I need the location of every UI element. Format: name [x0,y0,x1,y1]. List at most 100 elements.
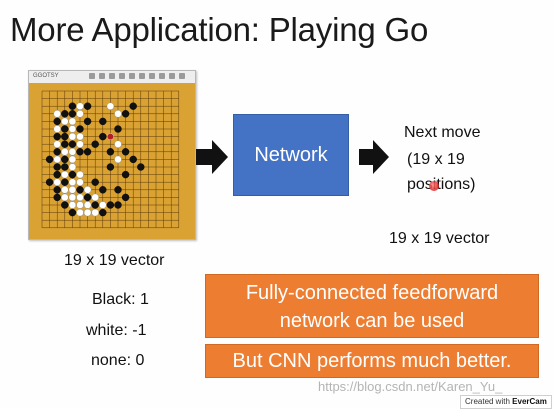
output-label-line2: (19 x 19 [407,151,465,168]
recorder-badge: Created with EverCam [460,395,552,409]
black-stone [68,102,77,110]
toolbar-icon [169,73,175,79]
black-stone [61,163,69,171]
black-stone [53,193,61,202]
white-stone [68,125,77,133]
white-stone [68,155,77,164]
black-stone [61,125,69,133]
black-stone [121,193,130,202]
output-label-line3: positions) [407,176,476,193]
white-stone [68,178,77,186]
white-stone [83,208,92,217]
legend-black: Black: 1 [92,291,149,308]
black-stone [106,148,115,156]
black-stone [53,163,61,171]
black-stone [99,117,107,126]
white-stone [68,148,77,156]
laser-pointer-icon [429,181,439,191]
black-stone [121,170,130,179]
go-board-screenshot: GGOTSY [28,70,196,240]
legend-white: white: -1 [86,322,147,339]
white-stone [76,193,84,202]
toolbar-icon [109,73,115,79]
black-stone [45,178,54,186]
toolbar-icon [159,73,165,79]
white-stone [76,170,84,179]
black-stone [83,102,92,110]
black-stone [106,201,115,209]
black-stone [61,140,69,148]
black-stone [68,170,77,179]
white-stone [61,170,69,179]
black-stone [68,140,77,148]
black-stone [76,148,84,156]
white-stone [114,110,122,118]
last-move-marker [107,133,114,140]
callout-line1: Fully-connected feedforward [245,282,499,304]
white-stone [53,125,61,133]
white-stone [53,155,61,164]
black-stone [129,155,137,164]
black-stone [91,140,99,148]
black-stone [61,178,69,186]
black-stone [83,117,92,126]
black-stone [45,155,54,164]
black-stone [53,148,61,156]
output-label-line1: Next move [404,124,481,141]
black-stone [76,125,84,133]
black-stone [99,208,107,217]
black-stone [91,201,99,209]
white-stone [83,186,92,194]
black-stone [61,132,69,141]
watermark: https://blog.csdn.net/Karen_Yu_ [318,379,503,394]
white-stone [114,140,122,148]
black-stone [53,117,61,126]
black-stone [53,186,61,194]
white-stone [76,102,84,110]
white-stone [83,201,92,209]
white-stone [76,201,84,209]
white-stone [68,193,77,202]
white-stone [76,132,84,141]
black-stone [68,110,77,118]
toolbar-icon [149,73,155,79]
black-stone [83,193,92,202]
white-stone [76,208,84,217]
black-stone [61,155,69,164]
white-stone [91,208,99,217]
arrow-right-icon [359,140,389,174]
white-stone [76,178,84,186]
white-stone [53,178,61,186]
black-stone [121,148,130,156]
black-stone [83,148,92,156]
white-stone [61,148,69,156]
toolbar-icon [89,73,95,79]
white-stone [68,201,77,209]
black-stone [99,132,107,141]
black-stone [121,110,130,118]
arrow-right-icon [196,140,228,174]
go-board [29,83,195,239]
white-stone [68,186,77,194]
white-stone [91,193,99,202]
white-stone [61,186,69,194]
callout-cnn: But CNN performs much better. [205,344,539,378]
white-stone [114,155,122,164]
black-stone [114,125,122,133]
recorder-brand: EverCam [512,397,547,406]
white-stone [99,201,107,209]
black-stone [61,201,69,209]
callout-fully-connected: Fully-connected feedforward network can … [205,274,539,338]
white-stone [53,140,61,148]
black-stone [53,132,61,141]
white-stone [76,110,84,118]
callout-line2: network can be used [279,310,465,332]
black-stone [129,102,137,110]
toolbar-icon [129,73,135,79]
white-stone [53,110,61,118]
toolbar-icon [139,73,145,79]
white-stone [68,117,77,126]
black-stone [68,208,77,217]
toolbar-icon [99,73,105,79]
